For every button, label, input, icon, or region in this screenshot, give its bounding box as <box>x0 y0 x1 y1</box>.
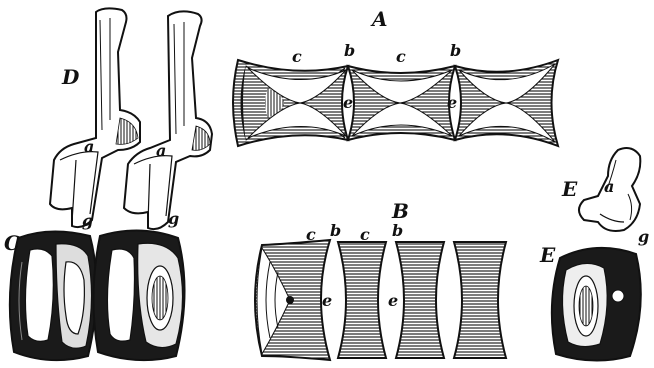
section-a-label-e2: e <box>447 93 457 112</box>
section-b-label-b1: b <box>330 221 341 240</box>
label-a: A <box>370 7 388 31</box>
section-a-label-b2: b <box>450 41 461 60</box>
section-a-centrum-3 <box>455 60 558 146</box>
section-e-process: E a g <box>561 148 649 246</box>
section-b-label-c2: c <box>360 225 370 244</box>
section-b-centrum-3 <box>396 242 444 358</box>
section-d-label-a1: a <box>84 137 94 156</box>
section-a-label-b1: b <box>344 41 355 60</box>
section-d-label-a2: a <box>156 141 166 160</box>
section-a-centrum-1 <box>233 60 348 146</box>
section-d-label-g1: g <box>82 211 93 230</box>
section-e-label-g: g <box>638 227 649 246</box>
section-d-label-g2: g <box>168 209 179 228</box>
section-b-label-b2: b <box>392 221 403 240</box>
section-b-centra: B c b c b e e <box>255 199 506 360</box>
section-d-processes: D a a g g <box>50 8 212 230</box>
label-c: C <box>4 231 20 255</box>
label-b: B <box>391 199 409 223</box>
section-b-label-e2: e <box>388 291 398 310</box>
section-c-ring-1 <box>10 231 97 360</box>
section-e-label-a: a <box>604 177 614 196</box>
section-b-label-c1: c <box>306 225 316 244</box>
section-c-label-d2: d <box>112 253 123 272</box>
section-c-ring-2 <box>93 230 184 360</box>
label-d: D <box>61 65 80 89</box>
section-e-ring: E <box>539 243 641 361</box>
label-e2: E <box>539 243 556 267</box>
label-e: E <box>561 177 578 201</box>
section-c-rings: C d d <box>4 230 185 360</box>
section-b-centrum-2 <box>338 242 386 358</box>
section-a-label-c2: c <box>396 47 406 66</box>
section-c-label-d1: d <box>34 253 45 272</box>
section-b-label-e1: e <box>322 291 332 310</box>
section-a-centrum-2 <box>348 66 455 140</box>
section-b-centrum-4 <box>454 242 506 358</box>
section-a-label-c1: c <box>292 47 302 66</box>
section-b-centrum-1 <box>255 240 330 360</box>
section-a-centra: A c b c b e e <box>233 7 558 146</box>
section-a-label-e1: e <box>343 93 353 112</box>
